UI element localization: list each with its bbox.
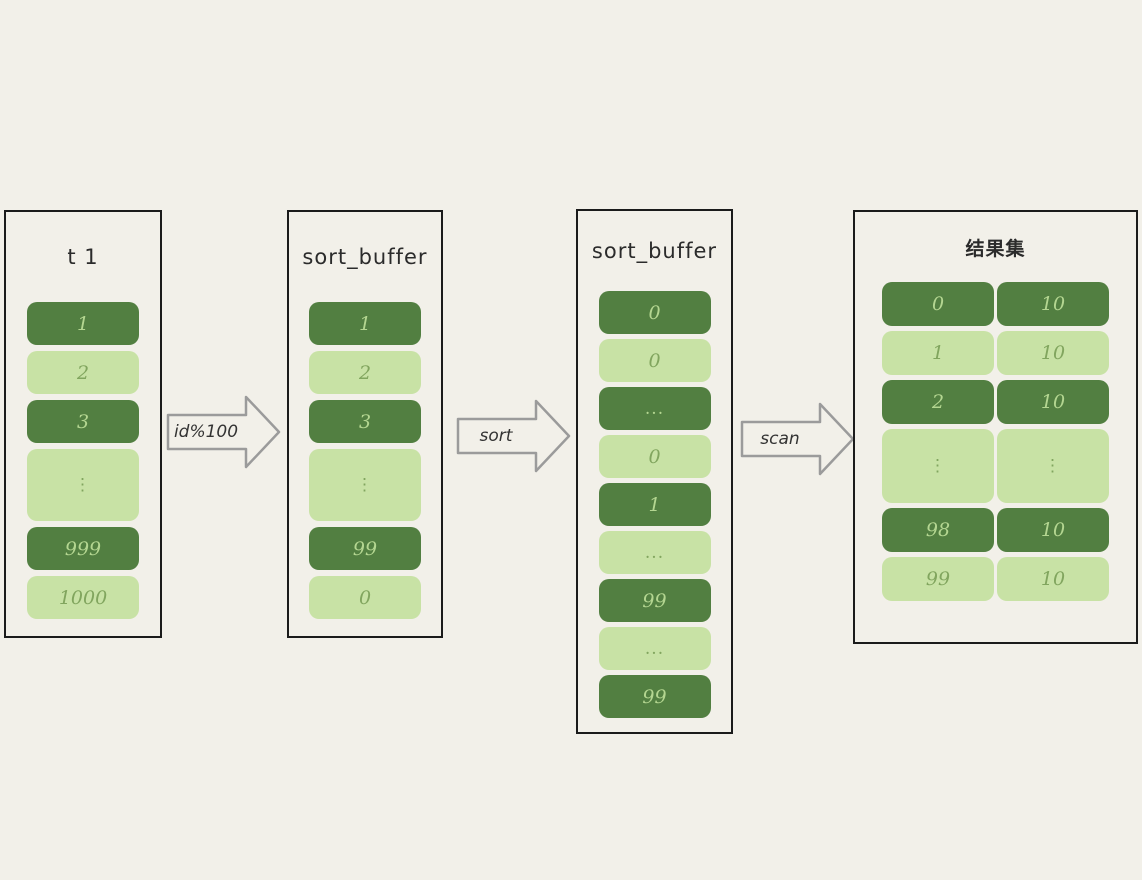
cell: ...: [598, 627, 711, 670]
cell: 999: [27, 527, 139, 570]
table-row: ⋮⋮: [882, 429, 1109, 503]
cell: 1: [598, 483, 711, 526]
panel-sort-buffer-sorted: sort_buffer 0 0... 0 1... 99... 99: [576, 209, 733, 734]
cell: 3: [309, 400, 421, 443]
cell: 3: [27, 400, 139, 443]
cell: 10: [997, 331, 1109, 375]
cell-list: 0 0... 0 1... 99... 99: [578, 291, 731, 718]
cell: 10: [997, 508, 1109, 552]
panel-title: t 1: [67, 245, 99, 269]
cell: 0: [598, 435, 711, 478]
cell: 10: [997, 282, 1109, 326]
block-arrow-right-icon: [740, 402, 855, 476]
block-arrow-right-icon: [166, 395, 281, 469]
cell: 99: [882, 557, 994, 601]
cell: 0: [598, 339, 711, 382]
cell: 2: [309, 351, 421, 394]
cell: ...: [598, 387, 711, 430]
cell: 1000: [27, 576, 139, 619]
cell: 1: [27, 302, 139, 345]
cell: 10: [997, 557, 1109, 601]
arrow-label: sort: [479, 426, 513, 446]
arrow-sort: sort: [456, 398, 572, 474]
cell: 0: [882, 282, 994, 326]
cell: 98: [882, 508, 994, 552]
cell: 2: [882, 380, 994, 424]
cell: 99: [309, 527, 421, 570]
arrow-label: id%100: [173, 422, 239, 442]
panel-title: sort_buffer: [591, 239, 718, 263]
arrow-scan: scan: [740, 401, 856, 477]
arrow-label: scan: [760, 429, 800, 449]
cell: 1: [882, 331, 994, 375]
panel-t1: t 1 1 2 3 ⋮ 999 1000: [4, 210, 162, 638]
cell: ⋮: [882, 429, 994, 503]
cell-list: 1 2 3 ⋮ 99 0: [289, 302, 441, 619]
block-arrow-right-icon: [456, 399, 571, 473]
panel-title: 结果集: [965, 237, 1026, 260]
cell: 2: [27, 351, 139, 394]
panel-sort-buffer-unsorted: sort_buffer 1 2 3 ⋮ 99 0: [287, 210, 443, 638]
cell: 1: [309, 302, 421, 345]
cell: 10: [997, 380, 1109, 424]
cell-list: 1 2 3 ⋮ 999 1000: [6, 302, 160, 619]
cell: ...: [598, 531, 711, 574]
cell: 99: [598, 675, 711, 718]
cell: ⋮: [309, 449, 421, 521]
cell: ⋮: [27, 449, 139, 521]
panel-title: sort_buffer: [302, 245, 428, 269]
cell: 99: [598, 579, 711, 622]
arrow-id-mod-100: id%100: [166, 394, 282, 470]
cell: 0: [598, 291, 711, 334]
cell: ⋮: [997, 429, 1109, 503]
cell: 0: [309, 576, 421, 619]
